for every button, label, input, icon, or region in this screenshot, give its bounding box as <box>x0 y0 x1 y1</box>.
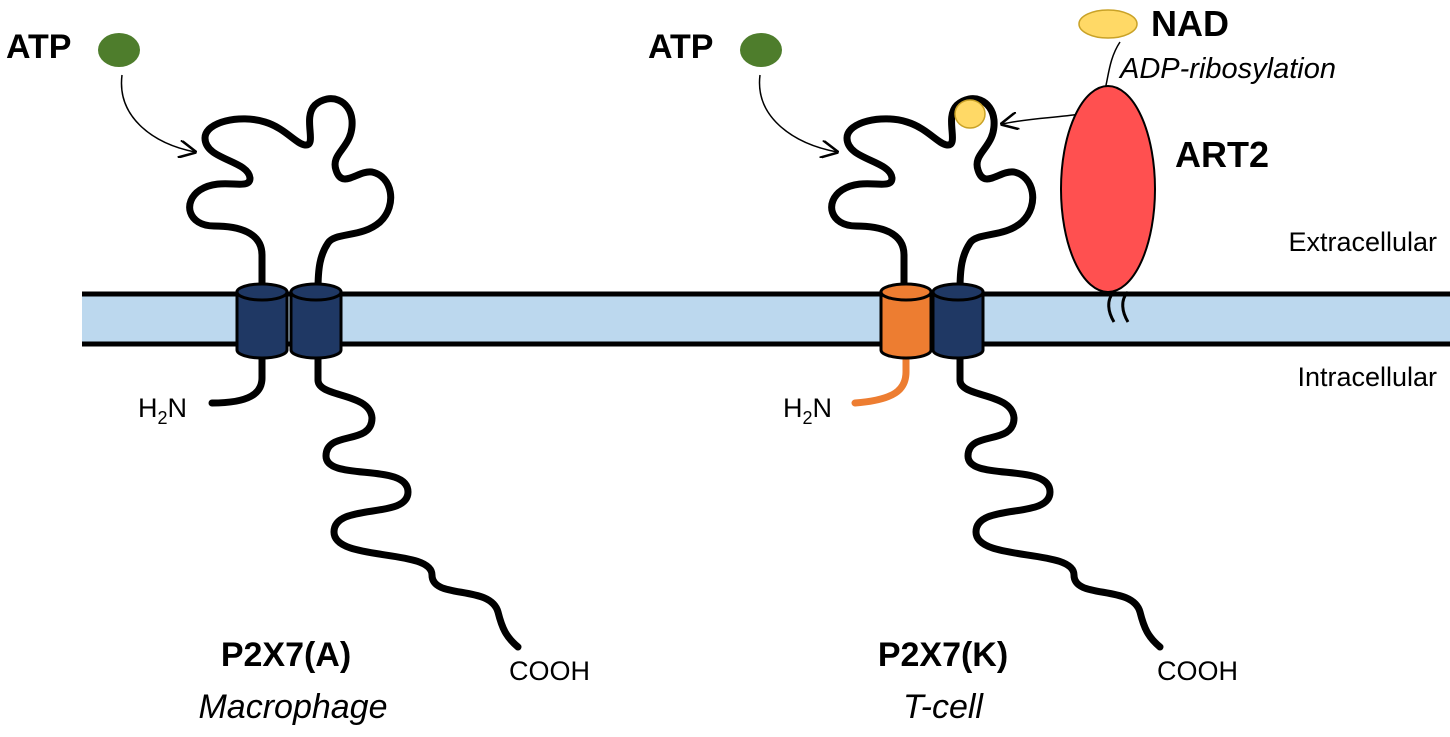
transmembrane-helix-1 <box>235 282 289 360</box>
extracellular-loop <box>828 95 1037 294</box>
transmembrane-helix-1-modified <box>879 282 933 360</box>
atp-label: ATP <box>6 28 71 66</box>
p2x7a-receptor: ATP H2N COOH P2X7(A) Macrophage <box>6 28 590 726</box>
art2-label: ART2 <box>1175 134 1269 175</box>
atp-binding-arrow <box>120 74 195 152</box>
c-terminus-label: COOH <box>509 656 590 686</box>
extracellular-loop <box>186 95 395 294</box>
cell-type-label: T-cell <box>903 688 984 726</box>
n-terminus-label: H2N <box>138 393 187 428</box>
transmembrane-helix-2 <box>931 282 985 360</box>
extracellular-label: Extracellular <box>1288 227 1437 257</box>
atp-molecule <box>98 33 140 67</box>
receptor-name: P2X7(A) <box>221 636 351 674</box>
n-terminal-tail <box>851 340 910 407</box>
receptor-name: P2X7(K) <box>878 636 1008 674</box>
n-terminal-tail <box>208 340 266 407</box>
art2-modification: NAD ADP-ribosylation ART2 <box>1002 3 1336 323</box>
intracellular-label: Intracellular <box>1297 362 1437 392</box>
n-terminus-label: H2N <box>783 393 832 428</box>
gpi-anchor <box>1107 290 1130 323</box>
p2x7k-receptor: ATP H2N COOH P2X7(K) T-cell <box>648 28 1238 726</box>
nad-label: NAD <box>1151 3 1229 44</box>
adp-ribosylation-label: ADP-ribosylation <box>1118 53 1336 85</box>
c-terminus-label: COOH <box>1157 656 1238 686</box>
c-terminal-tail <box>956 340 1164 651</box>
atp-molecule <box>740 33 782 67</box>
art2-enzyme <box>1060 85 1156 293</box>
cell-type-label: Macrophage <box>198 688 387 726</box>
atp-label: ATP <box>648 28 713 66</box>
atp-binding-arrow <box>758 74 837 152</box>
c-terminal-tail <box>314 340 522 651</box>
adp-ribose-adduct <box>954 99 986 129</box>
transmembrane-helix-2 <box>289 282 343 360</box>
nad-molecule <box>1078 9 1138 39</box>
